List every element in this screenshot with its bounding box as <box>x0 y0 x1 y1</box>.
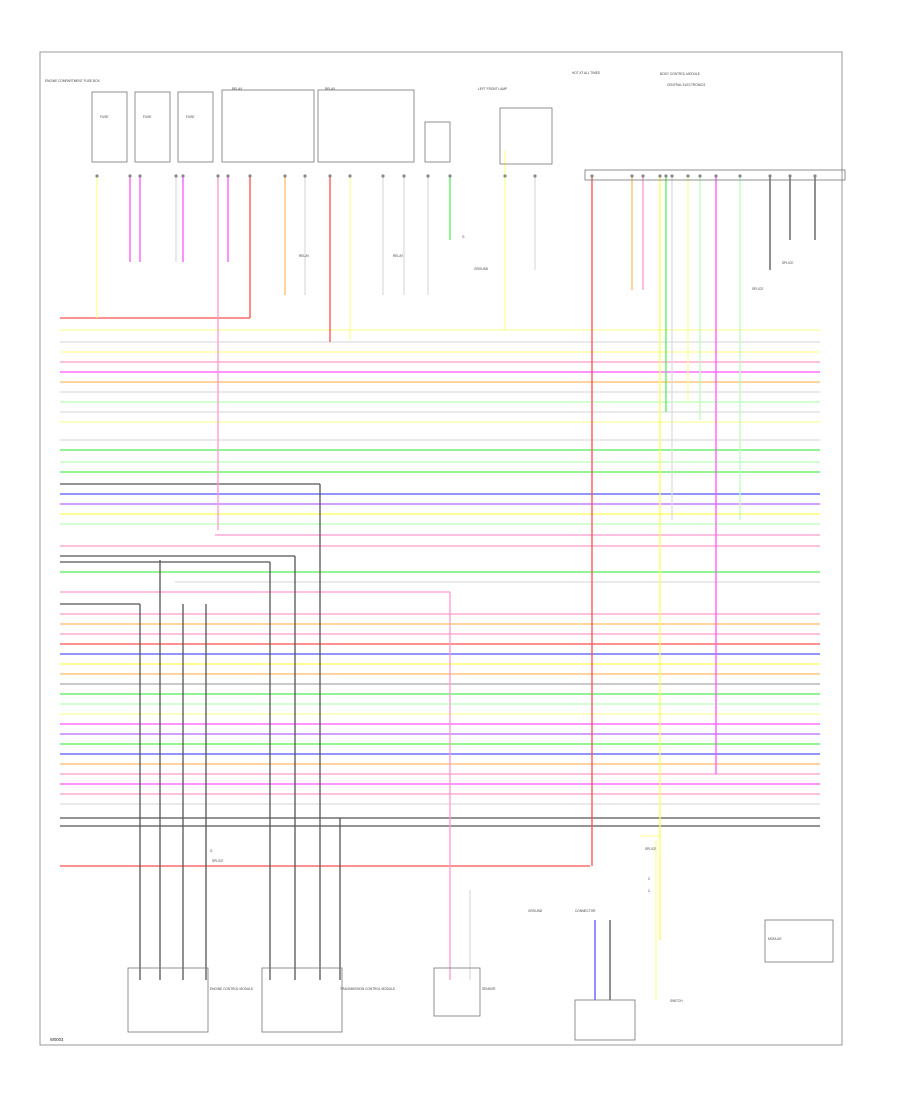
connector-pin-1 <box>128 174 132 178</box>
connector-pin-8 <box>283 174 287 178</box>
component-box-8 <box>127 967 209 1033</box>
connector-pin-10 <box>328 174 332 178</box>
page-code: W0003 <box>50 1037 64 1042</box>
label-body-control-module: BODY CONTROL MODULE <box>660 72 700 76</box>
label-ground-bottom: GROUND <box>528 909 543 913</box>
connector-pin-2 <box>138 174 142 178</box>
connector-pin-7 <box>248 174 252 178</box>
label-switch: SWITCH <box>670 999 683 1003</box>
label-relay-top-2: RELAY <box>325 87 336 91</box>
label-splice-mid-2: SPLICE <box>782 261 793 265</box>
label-relay-mid-1: RELAY <box>299 254 310 258</box>
connector-pin-30 <box>813 174 817 178</box>
component-box-11 <box>574 999 636 1041</box>
component-box-4 <box>317 89 415 163</box>
label-fuse-2: FUSE <box>143 115 152 119</box>
label-ecu-fuse-box: ENGINE COMPARTMENT FUSE BOX <box>45 79 101 83</box>
connector-pin-27 <box>738 174 742 178</box>
component-box-6 <box>499 107 553 165</box>
label-ground-bottom-g: G <box>210 849 213 853</box>
component-box-10 <box>433 967 481 1017</box>
label-hot-at-all-times: HOT AT ALL TIMES <box>572 71 600 75</box>
connector-pin-4 <box>181 174 185 178</box>
connector-pin-12 <box>381 174 385 178</box>
label-connector-c-1: C <box>648 877 651 881</box>
connector-pin-15 <box>448 174 452 178</box>
connector-pin-23 <box>670 174 674 178</box>
label-transmission-control-module: TRANSMISSION CONTROL MODULE <box>340 987 395 991</box>
connector-pin-14 <box>426 174 430 178</box>
component-box-1 <box>134 91 171 163</box>
connector-pin-19 <box>630 174 634 178</box>
component-box-2 <box>177 91 214 163</box>
label-ground-mid: GROUND <box>474 267 489 271</box>
diagram-frame <box>39 51 843 1046</box>
component-box-3 <box>221 89 315 163</box>
label-sensor: SENSOR <box>482 987 496 991</box>
connector-pin-13 <box>402 174 406 178</box>
label-splice-mid-1: SPLICE <box>752 287 763 291</box>
component-box-12 <box>764 919 834 963</box>
connector-pin-11 <box>348 174 352 178</box>
connector-pin-18 <box>590 174 594 178</box>
component-box-0 <box>91 91 128 163</box>
connector-pin-9 <box>303 174 307 178</box>
label-relay-top-1: RELAY <box>232 87 243 91</box>
component-box-7 <box>584 169 846 181</box>
label-splice-bottom-1: SPLICE <box>212 859 223 863</box>
connector-pin-28 <box>768 174 772 178</box>
connector-pin-26 <box>714 174 718 178</box>
connector-pin-21 <box>658 174 662 178</box>
label-relay-mid-2: RELAY <box>393 254 404 258</box>
connector-pin-16 <box>503 174 507 178</box>
connector-pin-3 <box>174 174 178 178</box>
label-splice-bottom-2: SPLICE <box>645 847 656 851</box>
label-module-right: MODULE <box>768 937 782 941</box>
label-connector-c-2: C <box>648 889 651 893</box>
connector-pin-29 <box>788 174 792 178</box>
connector-pin-20 <box>641 174 645 178</box>
label-fuse-1: FUSE <box>100 115 109 119</box>
label-central-electronics: CENTRAL ELECTRONICS <box>667 83 705 87</box>
connector-pin-25 <box>698 174 702 178</box>
connector-pin-22 <box>664 174 668 178</box>
label-engine-control-module: ENGINE CONTROL MODULE <box>210 987 253 991</box>
connector-pin-17 <box>533 174 537 178</box>
label-connector-bottom: CONNECTOR <box>575 909 596 913</box>
component-box-5 <box>424 121 451 163</box>
connector-pin-5 <box>216 174 220 178</box>
component-layer <box>91 89 846 1041</box>
label-left-front-lamp: LEFT FRONT LAMP <box>478 87 507 91</box>
component-box-9 <box>261 967 343 1033</box>
label-ground-g: G <box>462 235 465 239</box>
wire-layer <box>60 150 820 1000</box>
connector-pin-6 <box>226 174 230 178</box>
connector-pin-0 <box>95 174 99 178</box>
label-layer: W0003 ENGINE COMPARTMENT FUSE BOX FUSE F… <box>45 71 793 1042</box>
label-fuse-3: FUSE <box>186 115 195 119</box>
connector-pin-24 <box>686 174 690 178</box>
